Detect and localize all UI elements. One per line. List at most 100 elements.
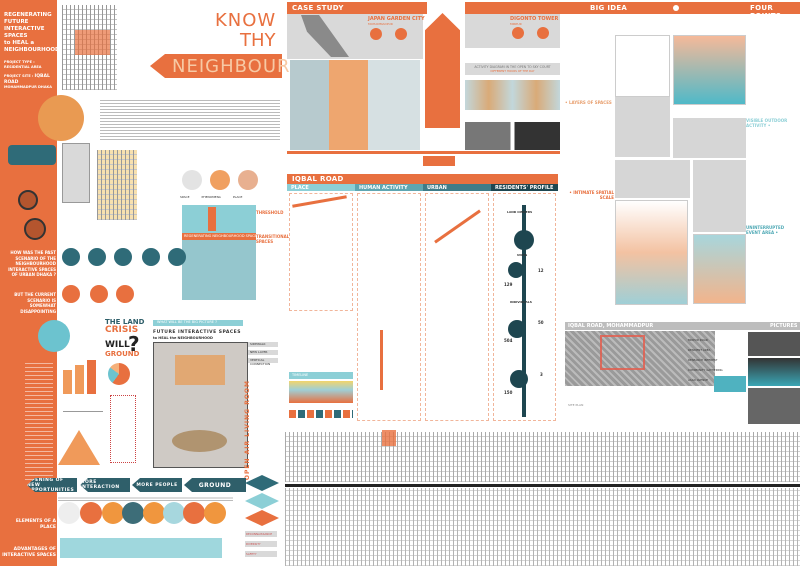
site-boundary — [600, 335, 645, 370]
scenario-circle — [24, 218, 46, 240]
place-label: PLACE — [232, 195, 243, 199]
icon-circle — [116, 285, 134, 303]
threshold-label: THRESHOLD — [256, 210, 284, 215]
case-study-footer-bar — [287, 151, 560, 154]
element-circle — [183, 502, 205, 524]
map-label: ASAD AVENUE — [688, 378, 709, 382]
photo — [714, 376, 746, 392]
title-line: NEIGHBOURHOOD — [4, 47, 60, 53]
photo — [748, 388, 800, 424]
street-photo — [182, 240, 256, 300]
title-line: to HEAL a — [4, 40, 35, 46]
activity-cell — [357, 193, 421, 421]
elements-label: ELEMENTS OF A PLACE — [15, 519, 56, 530]
column-urban-morphology: URBAN MORPHOLOGY — [423, 184, 491, 197]
threshold-diagram — [182, 205, 256, 233]
point-uninterrupted: UNINTERRUPTED EVENT AREA • — [746, 225, 785, 235]
pin-icon — [537, 27, 549, 39]
road-diagram — [380, 330, 383, 390]
bar — [87, 360, 96, 394]
advantage-box — [150, 538, 178, 558]
title-line: SPACES — [4, 33, 28, 39]
units-label: UNITS — [517, 253, 528, 257]
project-site: PROJECT SITE : IQBAL ROAD MOHAMMADPUR DH… — [4, 74, 60, 90]
neighbourhood-diagram — [38, 95, 84, 141]
point-visible: VISIBLE OUTDOOR ACTIVITY • — [746, 118, 788, 128]
pyramid-chart — [58, 430, 100, 465]
map-label: MIRPUR ROAD — [688, 338, 708, 342]
icon-circle — [90, 285, 108, 303]
big-idea-sketch — [673, 118, 746, 158]
transitional-label: TRANSITIONAL SPACES — [256, 234, 290, 244]
project-site-sub: MOHAMMADPUR DHAKA — [4, 85, 52, 89]
big-idea-panel-1 — [615, 35, 670, 97]
project-type-value: RESIDENTIAL AREA — [4, 64, 42, 69]
profile-value: 3 — [540, 372, 543, 377]
phenomena-label: PHENOMENA — [201, 195, 221, 199]
neighbour-banner — [150, 54, 282, 78]
activity-subtitle: DIFFERENT HOURS OF THE DAY — [490, 69, 535, 73]
bar — [75, 365, 84, 394]
pin-icon — [512, 27, 524, 39]
ribbon-opening-opportunities: OPENING OF NEW OPPORTUNITIES — [27, 478, 77, 492]
layer-diamond — [245, 510, 279, 526]
icon-circle — [168, 248, 186, 266]
tag-diversity: DIVERSITY — [245, 541, 277, 547]
header-dot — [673, 5, 679, 11]
place-cell — [289, 193, 353, 311]
future-title: FUTURE INTERACTIVE SPACES — [153, 330, 241, 335]
big-idea-sketch — [693, 234, 746, 304]
point-intimate: • INTIMATE SPATIAL SCALE — [569, 190, 614, 200]
project-site-label: PROJECT SITE : — [4, 74, 34, 78]
neighbour-text: NEIGHBOUR — [172, 56, 291, 77]
advantage-box — [127, 538, 155, 558]
map-label: RESIDENT AREA — [688, 348, 711, 352]
unit-circle — [508, 320, 526, 338]
digonto-photo — [465, 122, 560, 150]
profile-value: 129 — [504, 282, 513, 287]
element-circle — [102, 502, 124, 524]
profile-value: 150 — [504, 390, 513, 395]
profile-value: 12 — [538, 268, 544, 273]
project-type-label: PROJECT TYPE : — [4, 60, 35, 64]
title-line: REGENERATING — [4, 12, 52, 18]
big-idea-sketch — [615, 97, 670, 157]
crisis-text: CRISIS — [105, 325, 139, 335]
past-scene-sketch — [97, 150, 137, 220]
regen-banner — [182, 233, 256, 240]
site-map-title: IQBAL ROAD, MOHAMMADPUR — [568, 323, 654, 329]
element-circle — [122, 502, 144, 524]
big-idea-panel-2 — [673, 35, 746, 105]
map-label: COMMUNITY GATHERING — [688, 368, 723, 372]
ribbon-more-interaction: MORE INTERACTION — [80, 478, 130, 492]
photo — [748, 332, 800, 356]
future-subtitle: to HEAL the NEIGHBOURHOOD — [153, 336, 213, 340]
big-idea-sketch — [615, 160, 690, 198]
island-illustration — [38, 320, 70, 352]
body-text-block — [100, 100, 280, 140]
layer-diamond — [245, 493, 279, 509]
big-idea-title: BIG IDEA — [590, 4, 628, 12]
big-idea-header — [465, 2, 800, 14]
hero-sketch-orange — [75, 30, 110, 55]
current-scenario: BUT THE CURRENT SCENARIO IS SOMEWHAT DIS… — [14, 292, 56, 314]
layer-diamond — [245, 475, 279, 491]
point-label: VISIBLE OUTDOOR ACTIVITY — [746, 118, 788, 128]
project-site-value: IQBAL ROAD — [4, 74, 50, 85]
know-text: KNOW — [215, 10, 277, 31]
timeline-badge — [8, 145, 56, 165]
advantage-box — [60, 538, 88, 558]
place-circle — [238, 170, 258, 190]
icon-circle — [62, 248, 80, 266]
orange-facade — [382, 430, 396, 446]
big-idea-sketch — [693, 160, 746, 232]
project-type: PROJECT TYPE : RESIDENTIAL AREA — [4, 60, 60, 69]
line-chart — [63, 400, 103, 412]
pie-chart — [108, 363, 130, 385]
profile-value: 504 — [504, 338, 513, 343]
open-air-living-room: OPEN AIR LIVING ROOM — [244, 380, 251, 481]
residents-spine — [522, 205, 526, 417]
door-icon — [208, 207, 216, 231]
morphology-cell — [425, 193, 489, 421]
activity-models — [465, 80, 560, 110]
